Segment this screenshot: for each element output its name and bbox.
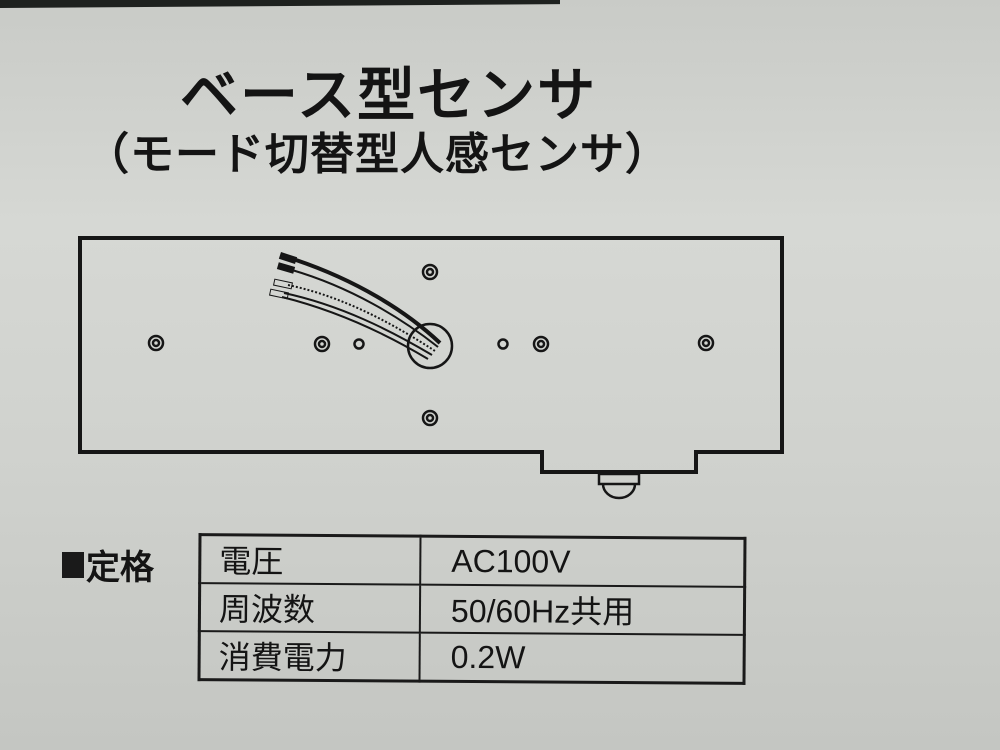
lead-wires-icon bbox=[268, 252, 442, 360]
document-subtitle: （モード切替型人感センサ） bbox=[85, 129, 670, 180]
spec-table: 電圧 AC100V 周波数 50/60Hz共用 消費電力 0.2W bbox=[197, 533, 747, 685]
spec-value-voltage: AC100V bbox=[420, 536, 745, 587]
sensor-lens-icon bbox=[597, 472, 641, 500]
table-row: 消費電力 0.2W bbox=[199, 631, 745, 684]
spec-value-power: 0.2W bbox=[419, 632, 745, 684]
wire-entry-hole bbox=[406, 322, 454, 370]
spec-heading: 定格 bbox=[62, 540, 154, 589]
spec-label-voltage: 電圧 bbox=[199, 534, 421, 585]
spec-label-power: 消費電力 bbox=[199, 631, 420, 682]
page-top-edge bbox=[0, 0, 560, 9]
base-outline bbox=[78, 236, 784, 474]
document-title: ベース型センサ bbox=[180, 61, 598, 129]
sensor-base-diagram bbox=[78, 236, 784, 500]
spec-label-frequency: 周波数 bbox=[199, 583, 421, 633]
table-row: 電圧 AC100V bbox=[199, 534, 745, 587]
square-bullet-icon bbox=[62, 551, 84, 578]
table-row: 周波数 50/60Hz共用 bbox=[199, 583, 745, 635]
spec-heading-label: 定格 bbox=[86, 548, 154, 588]
spec-value-frequency: 50/60Hz共用 bbox=[419, 584, 745, 635]
mounting-holes bbox=[147, 263, 715, 427]
